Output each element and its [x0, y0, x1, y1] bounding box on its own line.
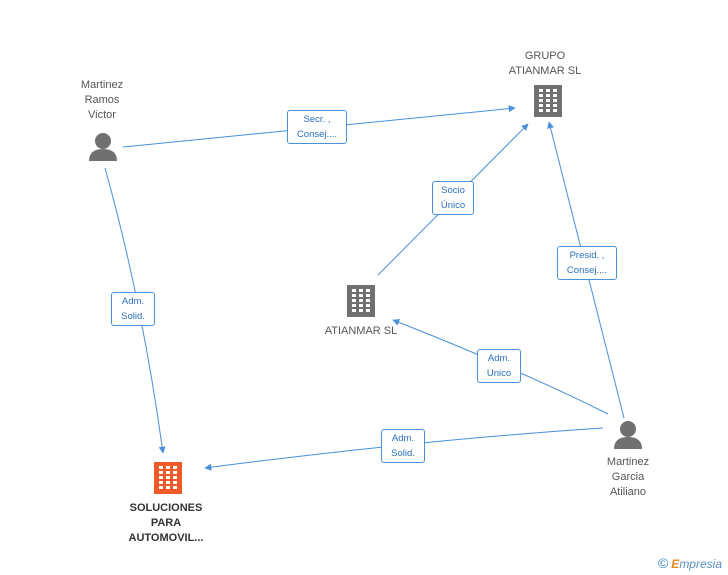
martinez-garcia-person-icon[interactable] [614, 421, 642, 449]
martinez-ramos-person-icon[interactable] [89, 133, 117, 161]
grupo-atianmar-building-icon[interactable] [534, 85, 562, 117]
edge-label-adm-solid-bottom[interactable]: Adm. Solid. [381, 429, 425, 463]
node-label-grupo-atianmar[interactable]: GRUPO ATIANMAR SL [508, 50, 582, 77]
node-label-soluciones[interactable]: SOLUCIONES PARA AUTOMOVIL... [128, 502, 204, 544]
copyright-icon: © [657, 555, 669, 571]
edge-label-secr-consej[interactable]: Secr. , Consej.... [287, 110, 347, 144]
edge-label-socio-unico[interactable]: Socio Único [432, 181, 474, 215]
node-label-martinez-garcia[interactable]: Martinez Garcia Atiliano [606, 456, 650, 498]
empresia-logo: ©Empresia [657, 555, 722, 571]
node-label-martinez-ramos[interactable]: Martinez Ramos Victor [80, 79, 124, 121]
atianmar-building-icon[interactable] [347, 285, 375, 317]
edge-label-presid-consej[interactable]: Presid. , Consej.... [557, 246, 617, 280]
soluciones-building-icon[interactable] [154, 462, 182, 494]
edge-label-adm-unico[interactable]: Adm. Unico [477, 349, 521, 383]
edge-label-adm-solid-left[interactable]: Adm. Solid. [111, 292, 155, 326]
node-label-atianmar[interactable]: ATIANMAR SL [324, 325, 398, 337]
